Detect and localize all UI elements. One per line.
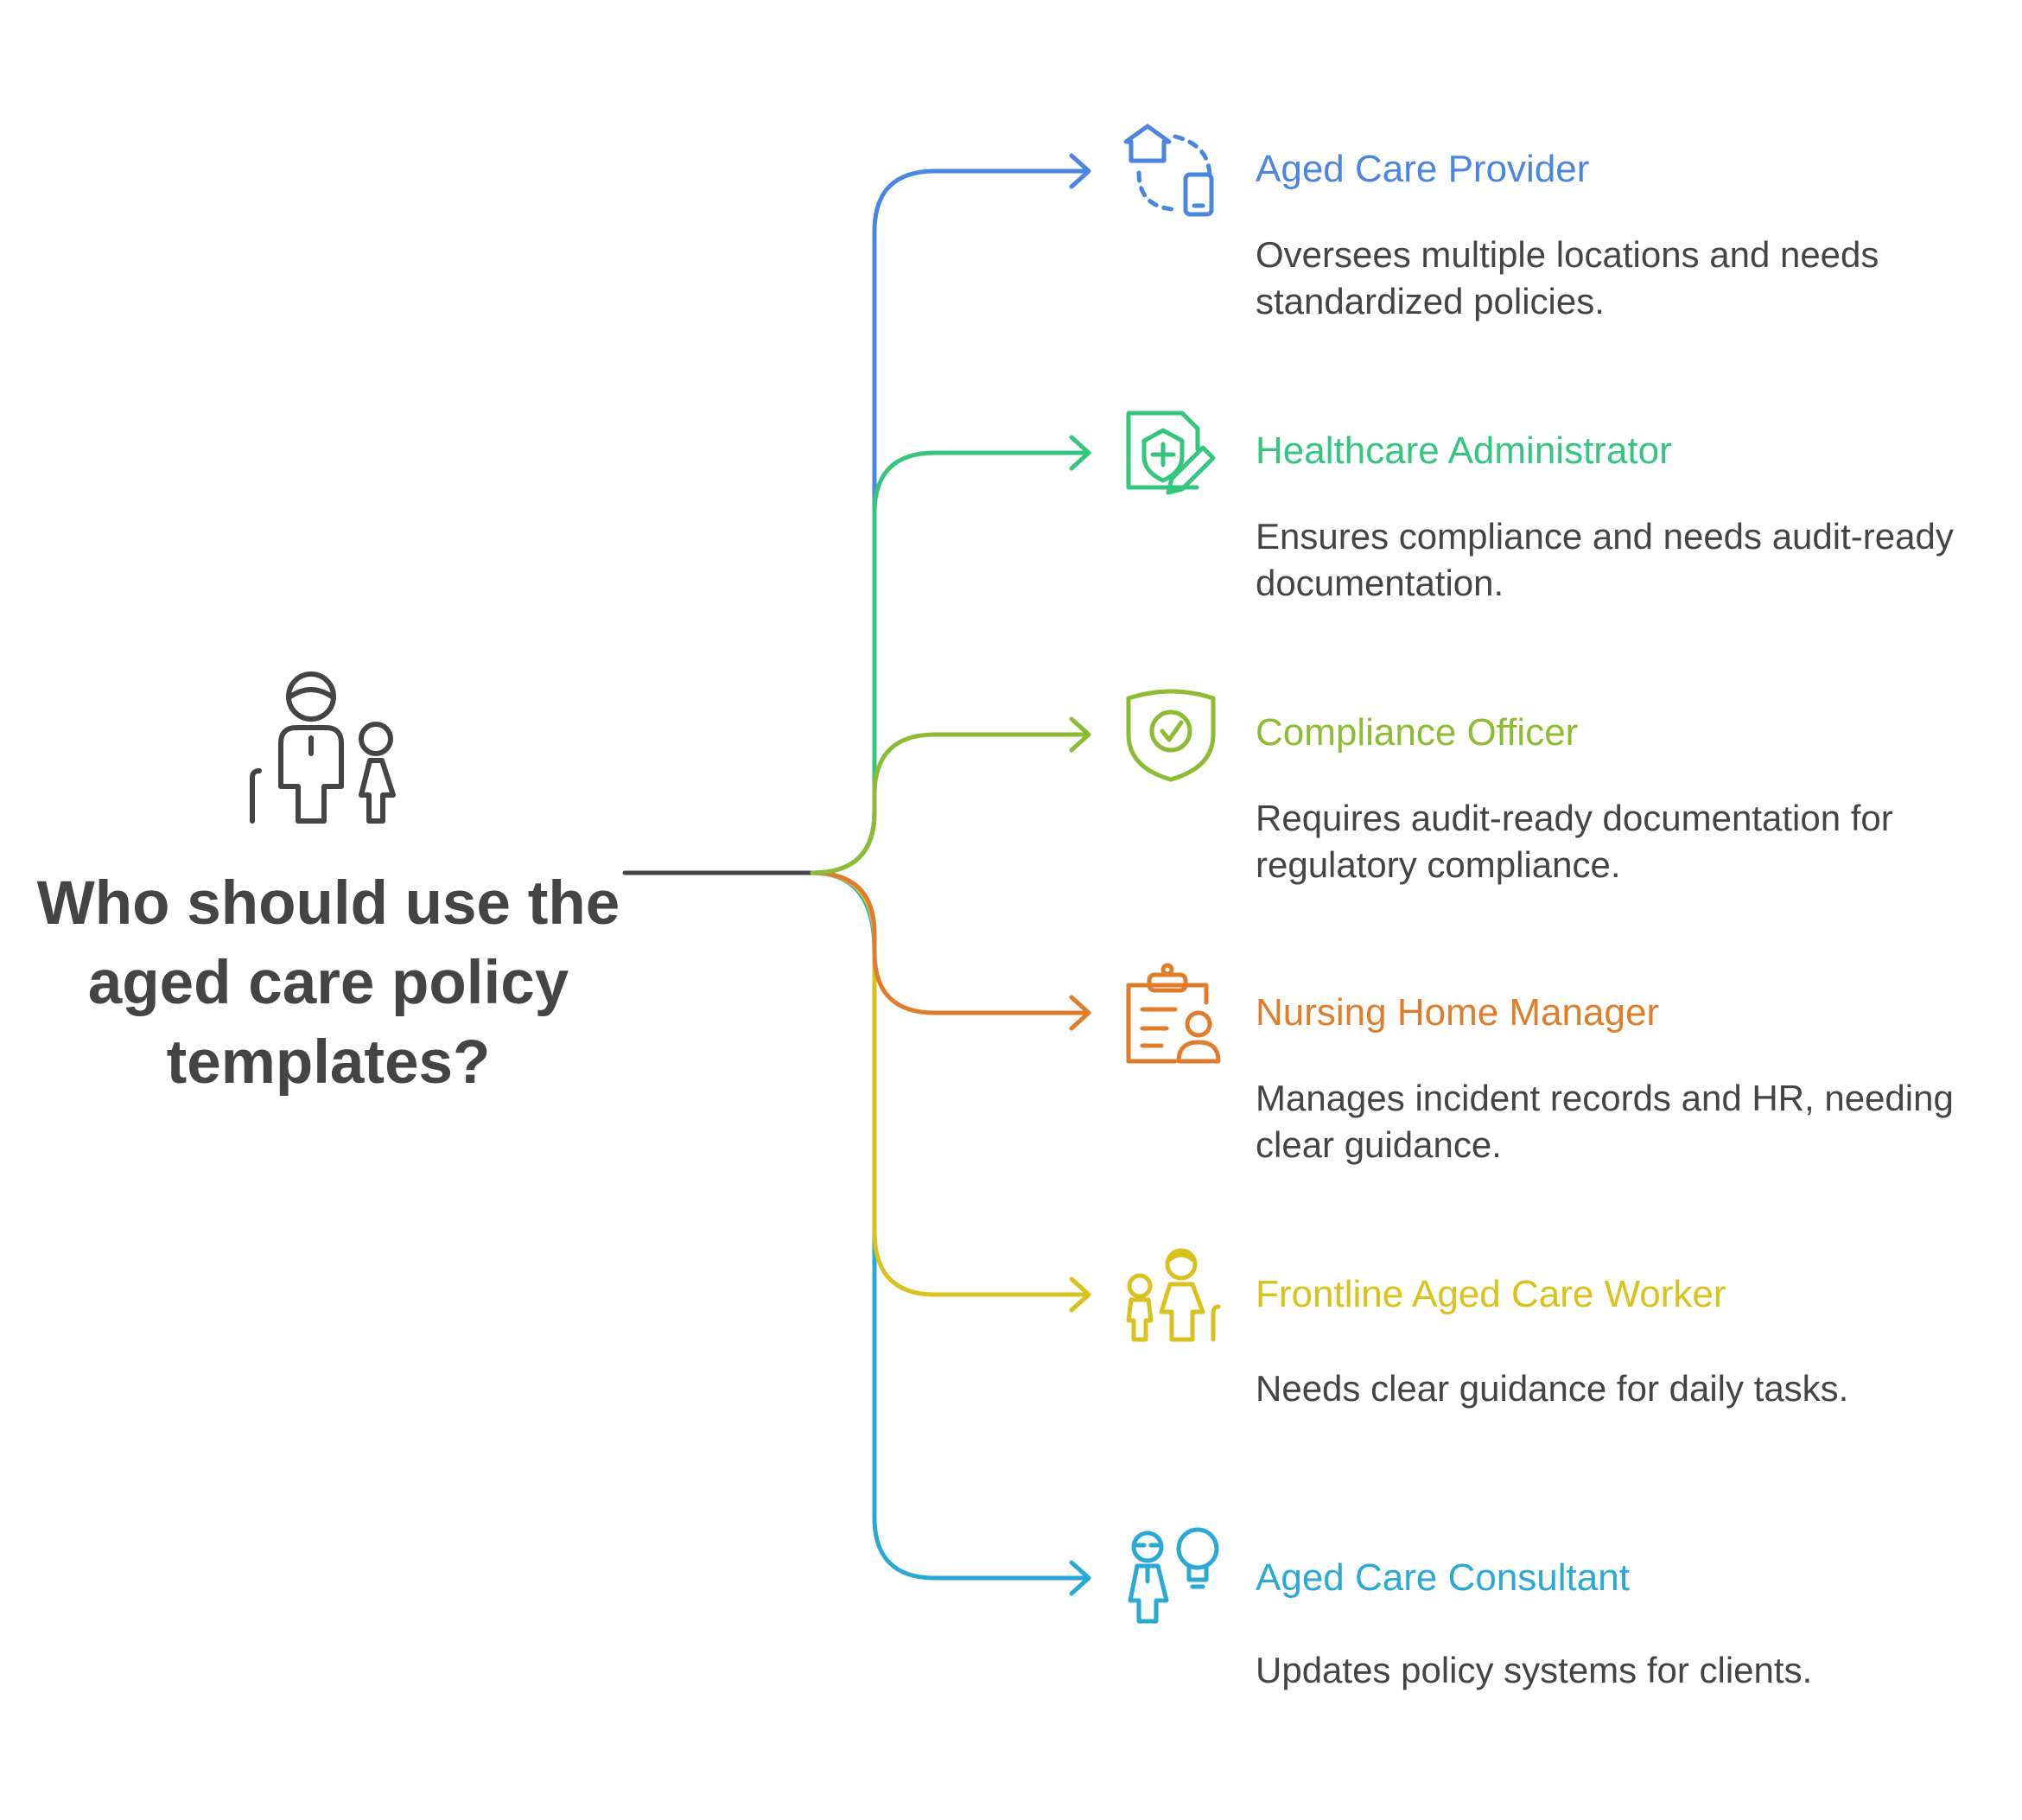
item-desc-frontline-aged-care-worker: Needs clear guidance for daily tasks. — [1256, 1368, 1849, 1409]
arrowhead-6 — [1069, 1560, 1091, 1596]
branch-line-6 — [810, 870, 1090, 1581]
branch-line-5 — [810, 870, 1090, 1297]
elderly-and-child-icon — [250, 671, 396, 824]
clipboard-user-icon — [1126, 963, 1221, 1064]
item-title-aged-care-consultant: Aged Care Consultant — [1256, 1556, 1630, 1599]
consultant-lightbulb-icon — [1128, 1527, 1219, 1624]
branch-line-4 — [810, 870, 1090, 1015]
item-title-nursing-home-manager: Nursing Home Manager — [1256, 991, 1660, 1034]
house-to-phone-icon — [1123, 124, 1214, 217]
shield-check-icon — [1126, 689, 1216, 782]
arrowhead-2 — [1069, 435, 1091, 471]
item-title-compliance-officer: Compliance Officer — [1256, 711, 1579, 754]
item-desc-aged-care-provider: Oversees multiple locations and needs st… — [1256, 234, 1879, 321]
item-title-healthcare-administrator: Healthcare Administrator — [1256, 430, 1672, 472]
item-title-frontline-aged-care-worker: Frontline Aged Care Worker — [1256, 1273, 1726, 1315]
item-desc-healthcare-administrator: Ensures compliance and needs audit-ready… — [1256, 516, 1954, 603]
arrowhead-1 — [1069, 153, 1091, 189]
item-desc-nursing-home-manager: Manages incident records and HR, needing… — [1256, 1078, 1954, 1165]
branch-line-2 — [810, 450, 1090, 875]
branch-line-1 — [810, 169, 1090, 875]
arrowhead-3 — [1069, 716, 1091, 753]
arrowhead-4 — [1069, 995, 1091, 1031]
item-title-aged-care-provider: Aged Care Provider — [1256, 148, 1590, 190]
item-desc-compliance-officer: Requires audit-ready documentation for r… — [1256, 798, 1893, 885]
item-desc-aged-care-consultant: Updates policy systems for clients. — [1256, 1650, 1813, 1690]
caregiver-and-child-icon — [1126, 1248, 1221, 1342]
branch-line-3 — [810, 732, 1090, 875]
medical-document-edit-icon — [1126, 410, 1216, 495]
central-title: Who should use the aged care policy temp… — [36, 869, 620, 1097]
arrowhead-5 — [1069, 1276, 1091, 1313]
